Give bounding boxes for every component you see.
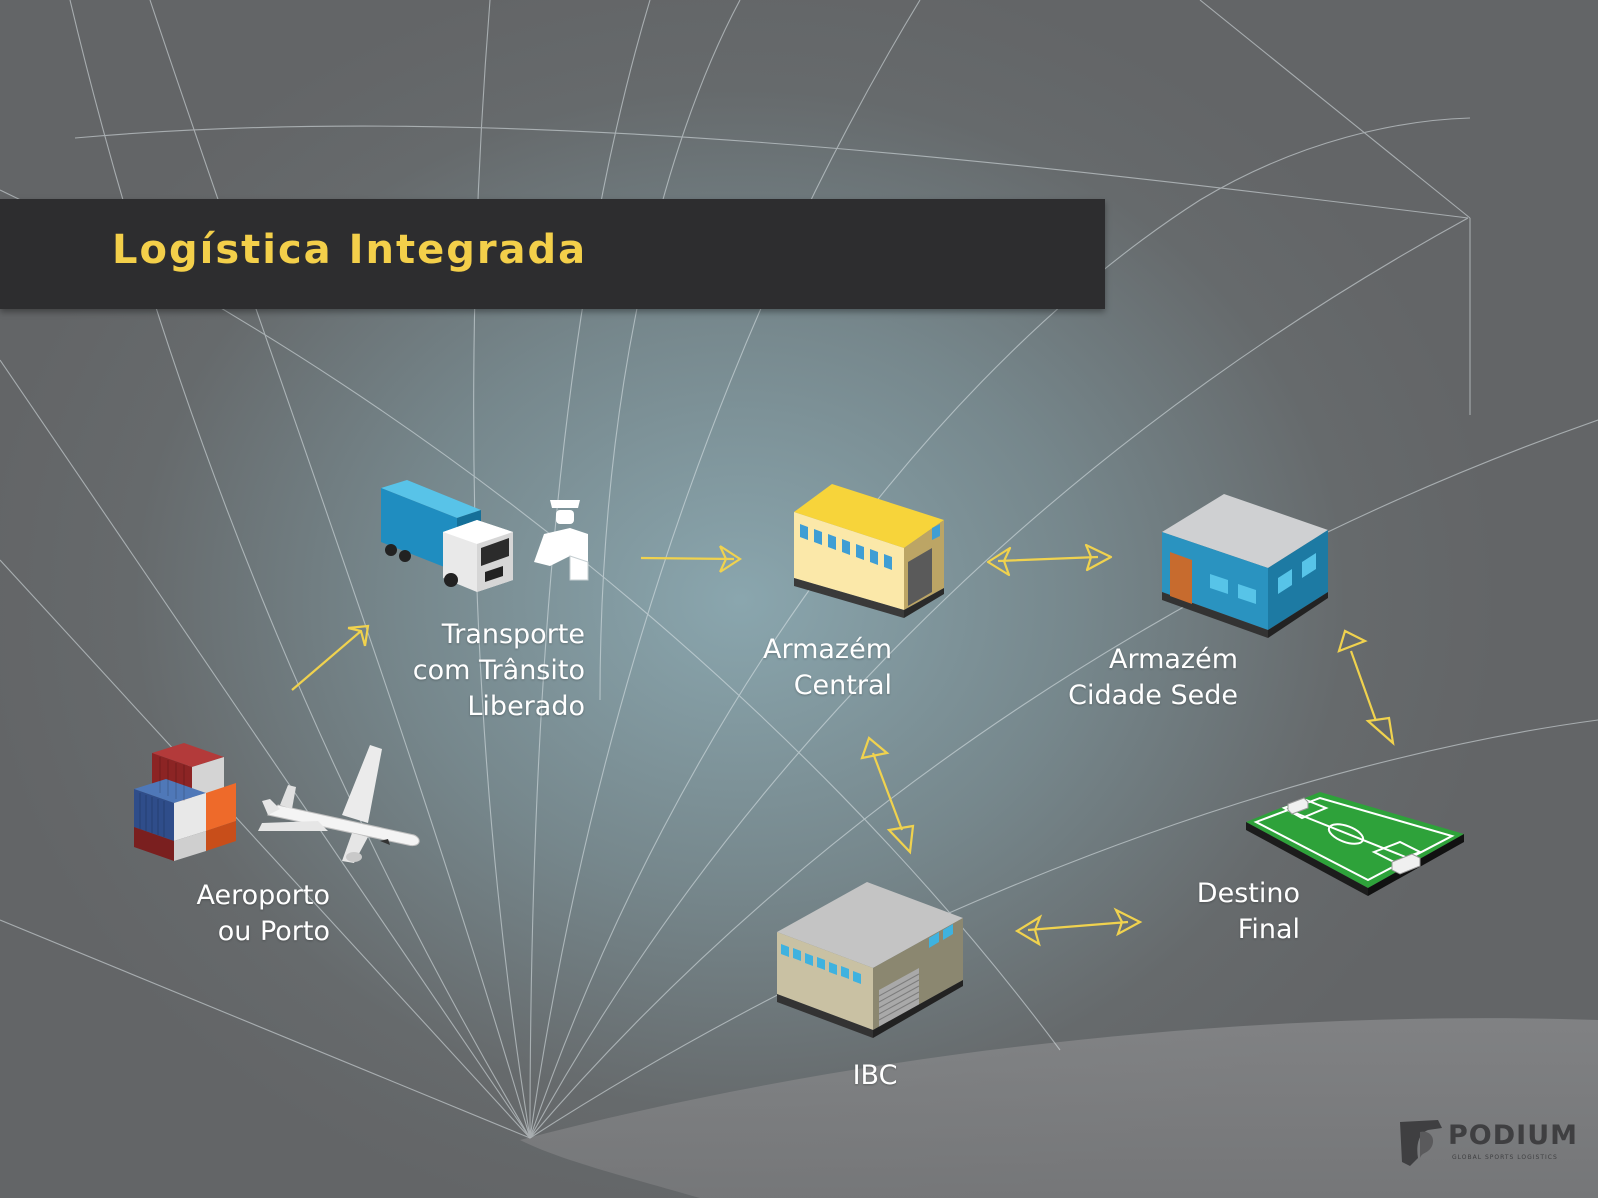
airplane-icon	[258, 745, 420, 863]
title-banner: Logística Integrada	[0, 199, 1105, 309]
customs-officer-icon	[534, 500, 589, 581]
soccer-field-icon	[1246, 792, 1464, 896]
warehouse-icon	[777, 882, 963, 1038]
arrow-cidade-destino	[1337, 629, 1395, 746]
armazem-cidade-label-line1: Armazém	[1108, 644, 1238, 675]
podium-logo: PODIUM GLOBAL SPORTS LOGISTICS	[1398, 1118, 1577, 1168]
node-label-ibc: IBC	[820, 1058, 930, 1094]
logo-name: PODIUM	[1448, 1120, 1578, 1151]
arrow-central-ibc	[860, 736, 915, 855]
warehouse-icon	[794, 484, 944, 618]
transporte-label-line2: com Trânsito	[412, 655, 585, 686]
destino-label-line2: Final	[1237, 914, 1300, 945]
building-icon	[1162, 494, 1328, 638]
podium-logo-icon	[1400, 1120, 1442, 1166]
transporte-label-line1: Transporte	[441, 619, 585, 650]
logo-tagline: GLOBAL SPORTS LOGISTICS	[1452, 1154, 1558, 1161]
armazem-central-label-line1: Armazém	[762, 634, 892, 665]
aeroporto-label-line2: ou Porto	[217, 916, 330, 947]
node-label-aeroporto: Aeroporto ou Porto	[160, 878, 331, 950]
arrow-central-cidade	[986, 543, 1113, 577]
arrow-aeroporto-transporte	[291, 624, 370, 691]
aeroporto-label-line1: Aeroporto	[196, 880, 331, 911]
page-title: Logística Integrada	[112, 227, 588, 273]
arrow-ibc-destino	[1014, 907, 1143, 947]
ibc-label: IBC	[852, 1060, 898, 1091]
transporte-label-line3: Liberado	[467, 691, 585, 722]
node-label-transporte: Transporte com Trânsito Liberado	[380, 617, 585, 725]
containers-icon	[134, 743, 236, 861]
node-label-destino: Destino Final	[1150, 876, 1300, 948]
armazem-cidade-label-line2: Cidade Sede	[1068, 680, 1238, 711]
node-label-armazem-central: Armazém Central	[730, 632, 892, 704]
destino-label-line1: Destino	[1196, 878, 1300, 909]
truck-icon	[381, 480, 513, 592]
arrow-transporte-central	[640, 545, 743, 573]
node-label-armazem-cidade: Armazém Cidade Sede	[1038, 642, 1238, 714]
armazem-central-label-line2: Central	[793, 670, 892, 701]
